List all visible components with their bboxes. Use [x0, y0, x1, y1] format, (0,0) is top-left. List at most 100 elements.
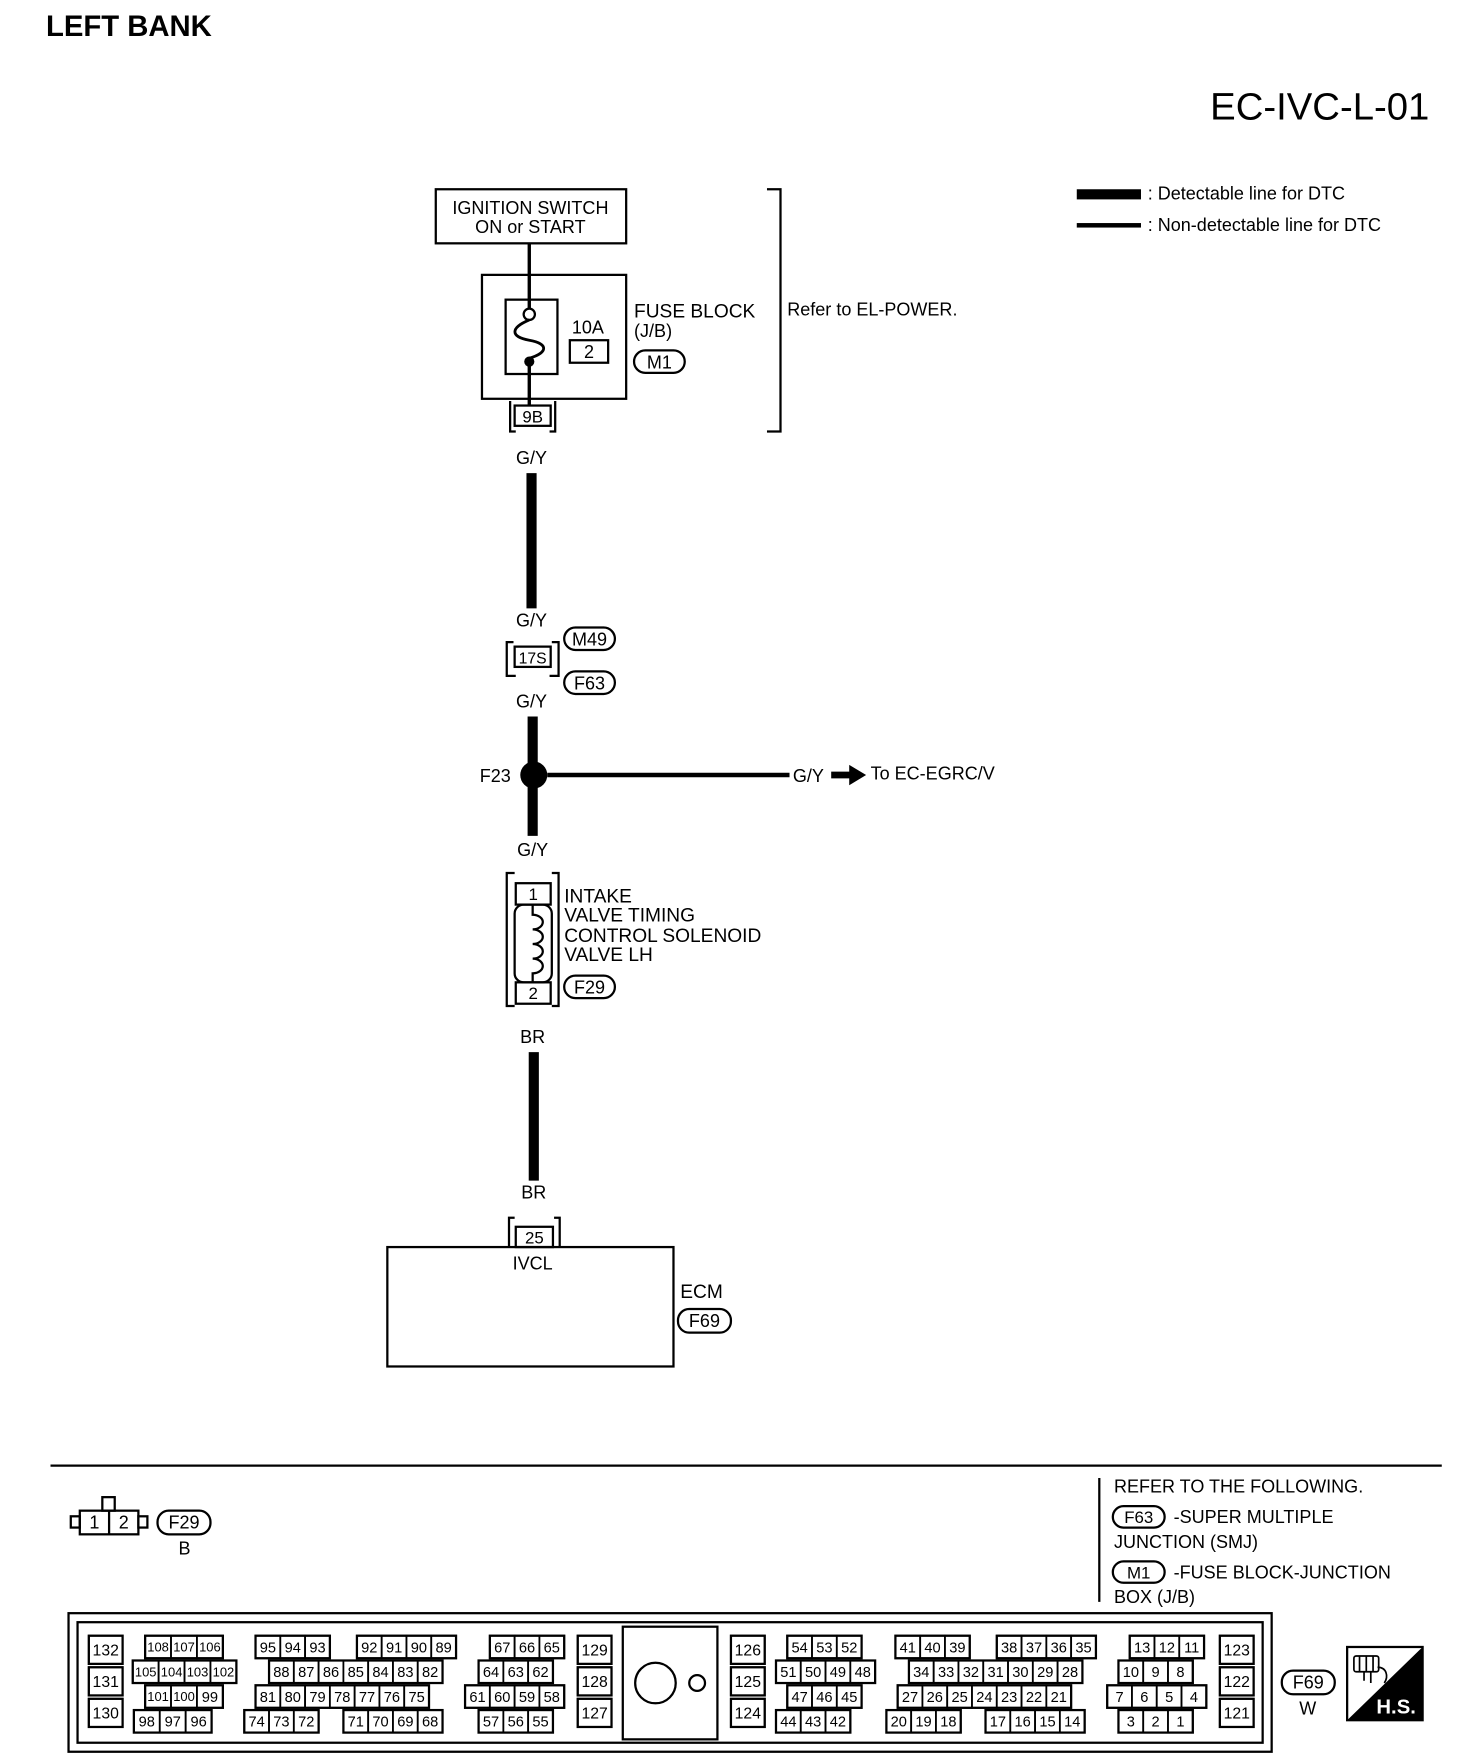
terminal-number: 92 — [361, 1640, 377, 1656]
connector-bracket-left — [505, 640, 516, 678]
wire-color-label: G/Y — [516, 448, 547, 468]
terminal-number: 57 — [483, 1715, 499, 1731]
ecm-connector-guide-icon — [688, 1674, 707, 1693]
solenoid-label-line: VALVE TIMING — [564, 905, 695, 926]
terminal-number: 58 — [544, 1690, 560, 1706]
connector-id-f29: F29 — [574, 978, 605, 998]
connector-bracket-right — [549, 640, 560, 678]
terminal-number: 78 — [334, 1690, 350, 1706]
terminal-number: 67 — [494, 1640, 510, 1656]
terminal-group: 127 — [576, 1697, 613, 1729]
terminal-group-frame — [355, 1634, 458, 1660]
splice-dot — [520, 761, 548, 789]
reference-text: -FUSE BLOCK-JUNCTION — [1174, 1562, 1391, 1582]
terminal-number: 90 — [411, 1640, 427, 1656]
terminal-number: 101 — [147, 1689, 169, 1704]
wire-color-label: BR — [520, 1027, 545, 1047]
ecm-terminal-name: IVCL — [513, 1254, 553, 1274]
terminal-number: 60 — [494, 1690, 510, 1706]
terminal-number: 27 — [902, 1690, 918, 1706]
section-title: LEFT BANK — [46, 10, 212, 43]
terminal-box-9b — [513, 404, 552, 427]
reference-text: -SUPER MULTIPLE — [1174, 1507, 1334, 1527]
terminal-number: 94 — [285, 1640, 301, 1656]
terminal-group-frame — [342, 1708, 444, 1734]
terminal-number: 72 — [298, 1715, 314, 1731]
terminal-number: 16 — [1015, 1715, 1031, 1731]
terminal-number: 125 — [735, 1674, 762, 1691]
branch-destination: To EC-EGRC/V — [871, 764, 995, 784]
terminal-number: 34 — [913, 1665, 929, 1681]
terminal-number: 51 — [780, 1665, 796, 1681]
terminal-group-frame — [729, 1634, 766, 1666]
connector-pin: 1 — [89, 1513, 99, 1533]
terminal-number: 19 — [915, 1715, 931, 1731]
solenoid-label-line: INTAKE — [564, 886, 632, 907]
terminal-group-frame — [786, 1634, 863, 1660]
connector-color-code: B — [179, 1539, 191, 1559]
terminal-number: 54 — [792, 1640, 808, 1656]
wire-color-label: G/Y — [516, 691, 547, 711]
terminal-number: 11 — [1184, 1640, 1199, 1656]
terminal-number: 5 — [1165, 1690, 1173, 1706]
ignition-switch-label: IGNITION SWITCH — [452, 198, 608, 218]
connector-badge-m1 — [632, 349, 686, 375]
terminal-group: 124 — [729, 1697, 766, 1729]
fuse-holder — [504, 298, 559, 376]
wire-color-label: G/Y — [516, 610, 547, 630]
terminal-number: 73 — [273, 1715, 289, 1731]
terminal-number: 2 — [1152, 1715, 1160, 1731]
terminal-number: 121 — [1224, 1706, 1250, 1723]
terminal-group-frame — [254, 1684, 431, 1709]
connector-id-f29: F29 — [168, 1513, 199, 1533]
terminal-group: 123 — [1218, 1634, 1255, 1666]
terminal-number: 81 — [260, 1690, 276, 1706]
fuse-block: 10A 2 FUSE BLOCK (J/B) M1 — [480, 273, 756, 400]
reference-connector-id: M1 — [1127, 1563, 1150, 1582]
terminal-number: 14 — [1064, 1715, 1080, 1731]
terminal-box-17s — [513, 645, 552, 669]
solenoid-pin-2: 2 — [529, 984, 538, 1003]
terminal-number: 22 — [1026, 1690, 1042, 1706]
terminal-group-frame — [243, 1708, 320, 1734]
terminal-number: 1 — [1176, 1715, 1184, 1731]
terminal-group-frame — [729, 1697, 766, 1729]
terminal-group: 121 — [1218, 1697, 1255, 1729]
terminal-group-frame — [477, 1708, 555, 1734]
reference-heading: REFER TO THE FOLLOWING. — [1114, 1477, 1363, 1497]
solenoid-pin-1: 1 — [529, 885, 538, 904]
terminal-number: 21 — [1051, 1690, 1067, 1706]
wire-color-label: BR — [521, 1183, 546, 1203]
terminal-group-frame — [477, 1659, 555, 1685]
terminal-number: 132 — [93, 1642, 119, 1659]
terminal-group-frame — [87, 1634, 124, 1666]
connector-bracket-right — [551, 871, 560, 1008]
terminal-number: 71 — [348, 1715, 364, 1731]
terminal-number: 25 — [951, 1690, 967, 1706]
solenoid-label-line: CONTROL SOLENOID — [564, 926, 761, 947]
terminal-number: 15 — [1039, 1715, 1055, 1731]
terminal-group-frame — [576, 1666, 613, 1697]
legend-non-detectable-label: : Non-detectable line for DTC — [1148, 215, 1381, 235]
terminal-group-frame — [774, 1659, 877, 1685]
terminal-number: 129 — [581, 1642, 608, 1659]
terminal-group-frame — [131, 1659, 238, 1685]
terminal-number: 18 — [940, 1715, 956, 1731]
terminal-group: 125 — [729, 1666, 766, 1697]
terminal-number: 127 — [581, 1706, 607, 1723]
terminal-number: 84 — [372, 1665, 388, 1681]
connector-pin: 2 — [119, 1513, 129, 1533]
terminal-number: 28 — [1062, 1665, 1078, 1681]
terminal-number: 99 — [202, 1690, 218, 1706]
reference-text-cont: BOX (J/B) — [1114, 1587, 1195, 1607]
